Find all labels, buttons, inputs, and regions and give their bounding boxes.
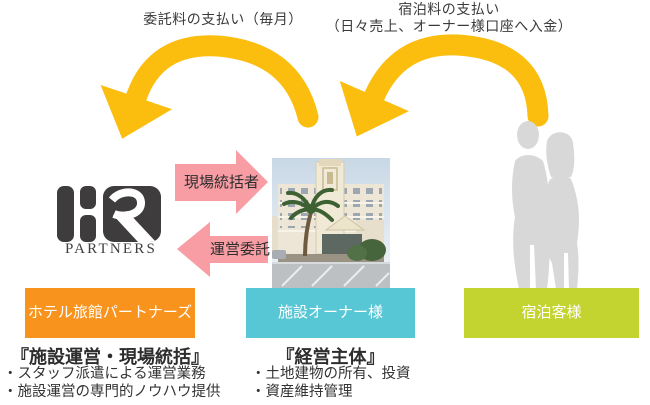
left-arrowhead-icon [177, 222, 210, 277]
tower-cap [319, 159, 341, 166]
lodging-payment-label: 宿泊料の支払い （日々売上、オーナー様口座へ入金） [324, 1, 574, 35]
entity-box-partners: ホテル旅館パートナーズ [25, 288, 195, 338]
entity-box-guests: 宿泊客様 [464, 288, 639, 338]
partners-role-title: 『施設運営・現場統括』 [11, 347, 209, 367]
commission-payment-arrow-icon [100, 35, 319, 139]
consignment-arrow-body [210, 236, 268, 263]
owner-role-bullets: ・土地建物の所有、投資 ・資産維持管理 [251, 366, 411, 401]
bullet-item: ・資産維持管理 [251, 383, 353, 400]
stone-wall [278, 254, 384, 262]
lodging-payment-arrow-icon [339, 34, 549, 137]
woman-head [546, 132, 575, 177]
commission-payment-label: 委託料の支払い（毎月） [143, 11, 303, 27]
logo-bar-1 [57, 186, 74, 242]
dispatch-arrow: 現場統括者 [175, 150, 268, 214]
logo-r-glyph [108, 188, 156, 242]
bush [347, 245, 367, 261]
lodging-payment-line1: 宿泊料の支払い [398, 1, 500, 17]
parked-car [272, 250, 286, 259]
bullet-item: ・スタッフ派遣による運営業務 [3, 366, 206, 382]
partners-role-bullets: ・スタッフ派遣による運営業務 ・施設運営の専門的ノウハウ提供 [3, 366, 221, 401]
logo-wordmark: PARTNERS [64, 241, 157, 257]
hr-partners-logo [57, 186, 161, 242]
bullet-item: ・土地建物の所有、投資 [251, 366, 411, 382]
dispatch-arrow-label: 現場統括者 [183, 174, 259, 191]
bullet-item: ・施設運営の専門的ノウハウ提供 [3, 383, 221, 400]
entity-box-owner: 施設オーナー様 [246, 288, 415, 338]
right-arrowhead-icon [236, 150, 268, 214]
parking-lines [281, 265, 390, 287]
consignment-arrow: 運営委託 [177, 222, 271, 277]
owner-role-title: 『経営主体』 [276, 347, 385, 367]
man-head [517, 121, 539, 149]
hotel-photo [272, 158, 390, 288]
entrance-roof [324, 215, 366, 231]
dispatch-arrow-body [175, 164, 236, 201]
man-body [512, 155, 550, 289]
palm-trunk [303, 211, 313, 257]
woman-body [544, 174, 579, 289]
logo-bar-2-bottom [80, 215, 96, 242]
lodging-payment-line2: （日々売上、オーナー様口座へ入金） [325, 18, 573, 34]
consignment-arrow-label: 運営委託 [210, 241, 271, 258]
guest-couple-silhouette-icon [512, 121, 579, 289]
logo-bar-2-top [80, 186, 96, 209]
